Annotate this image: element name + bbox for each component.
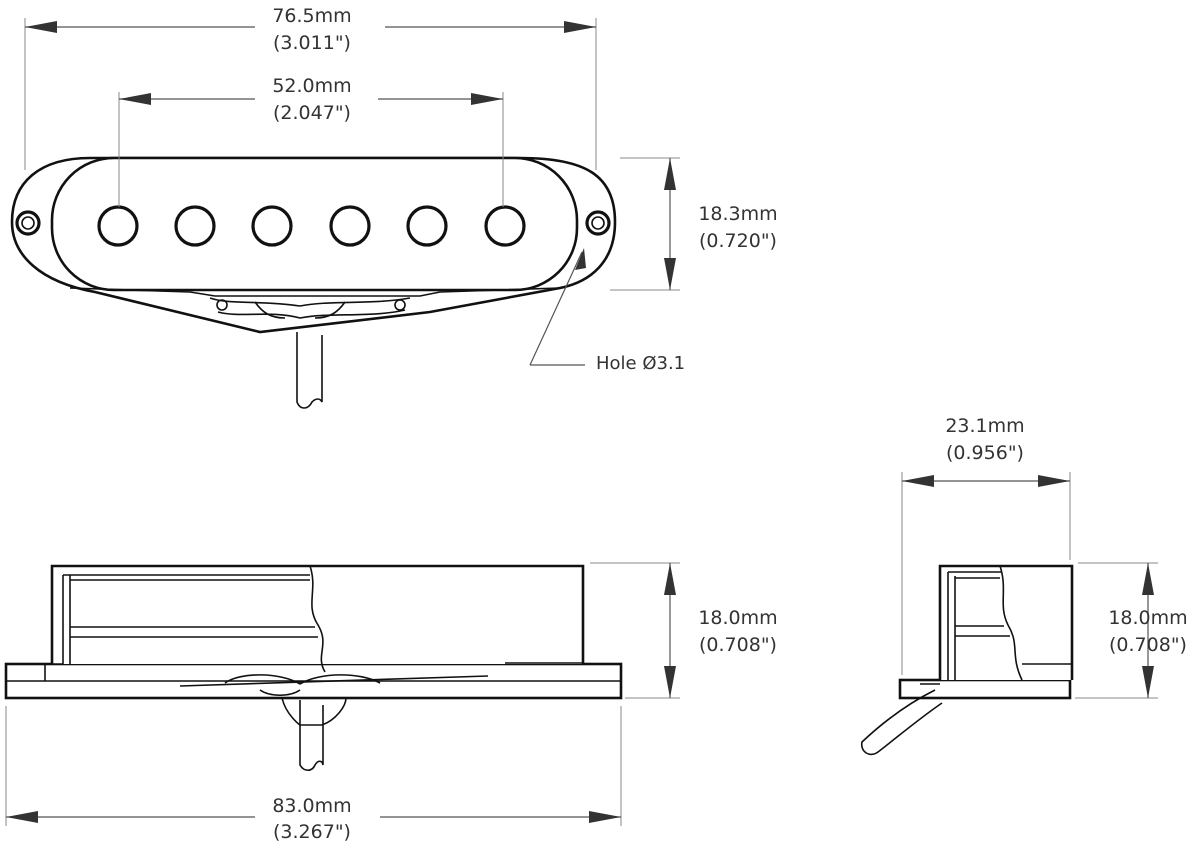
mounting-hole-right-inner: [591, 216, 605, 230]
dim-side-length: 83.0mm (3.267"): [5, 706, 622, 843]
mounting-hole-left: [15, 210, 41, 236]
baseplate-edge: [69, 287, 561, 297]
end-lead-wire: [860, 689, 943, 756]
end-cover: [938, 564, 1074, 680]
dim-end-width: 23.1mm (0.956"): [901, 415, 1071, 675]
side-view: [4, 564, 623, 772]
top-view: [10, 156, 617, 409]
dim-side-height: 18.0mm (0.708"): [590, 562, 778, 699]
side-grommet: [281, 697, 347, 726]
dim-top-overall-mm: 76.5mm: [272, 5, 351, 27]
dim-end-height: 18.0mm (0.708"): [1075, 562, 1188, 699]
side-lead-wire: [299, 700, 324, 772]
dim-end-height-mm: 18.0mm: [1108, 607, 1187, 629]
pole-piece: [251, 205, 293, 247]
mounting-hole-right: [585, 210, 611, 236]
dim-side-height-mm: 18.0mm: [698, 607, 777, 629]
dim-top-holes-mm: 52.0mm: [272, 75, 351, 97]
dim-side-length-inch: (3.267"): [273, 821, 351, 843]
pole-pieces: [97, 205, 526, 247]
dim-top-height-inch: (0.720"): [699, 230, 777, 252]
lead-wire: [296, 332, 323, 409]
dim-end-width-mm: 23.1mm: [945, 415, 1024, 437]
dim-top-holes-inch: (2.047"): [273, 102, 351, 124]
pole-piece: [97, 205, 139, 247]
pickup-cover: [50, 156, 579, 292]
pole-piece: [484, 205, 526, 247]
pole-piece: [329, 205, 371, 247]
side-cutaway: [44, 565, 326, 681]
dim-side-length-mm: 83.0mm: [272, 795, 351, 817]
dim-top-overall: 76.5mm (3.011"): [24, 5, 597, 170]
dim-end-width-inch: (0.956"): [946, 442, 1024, 464]
hole-callout: Hole Ø3.1: [529, 248, 685, 374]
dim-top-height-mm: 18.3mm: [698, 203, 777, 225]
hole-callout-label: Hole Ø3.1: [596, 353, 685, 374]
dim-side-height-inch: (0.708"): [699, 634, 777, 656]
mounting-hole-left-inner: [21, 216, 35, 230]
side-lugs: [179, 674, 489, 697]
dim-top-holes: 52.0mm (2.047"): [118, 75, 504, 207]
dim-top-height: 18.3mm (0.720"): [610, 157, 778, 291]
dim-top-overall-inch: (3.011"): [273, 32, 351, 54]
end-view: [860, 564, 1074, 756]
wire-lugs: [209, 297, 411, 319]
pole-piece: [406, 205, 448, 247]
dim-end-height-inch: (0.708"): [1109, 634, 1187, 656]
end-cutaway: [947, 565, 1072, 681]
pole-piece: [174, 205, 216, 247]
side-cover: [50, 564, 585, 664]
